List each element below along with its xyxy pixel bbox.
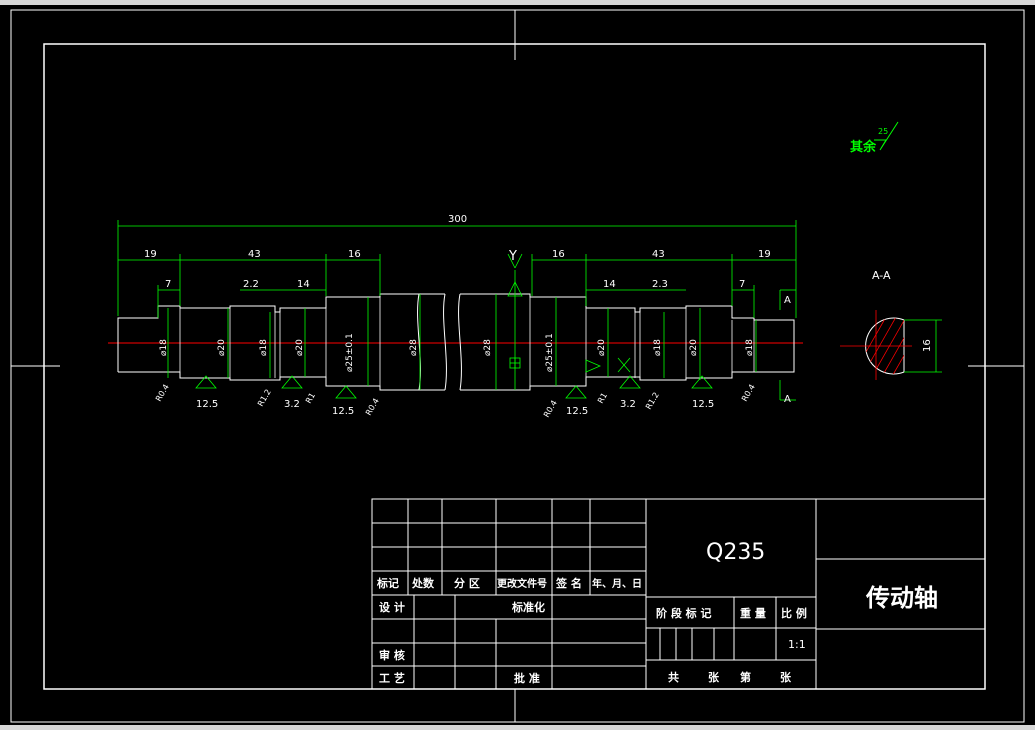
drawing-frame (43, 43, 986, 690)
radius-5: R0.4 (542, 399, 559, 419)
role-process: 工 艺 (379, 671, 405, 685)
rev-header-mark: 标记 (376, 576, 399, 590)
material-label: Q235 (706, 540, 765, 565)
roughness-values: 12.5 3.2 12.5 12.5 3.2 12.5 (196, 399, 714, 417)
roughness-4: 12.5 (566, 406, 588, 417)
view-letter: Y (508, 249, 517, 264)
window-top-edge (0, 0, 1035, 5)
overall-length-dim: 300 (448, 214, 467, 225)
dia-right-2: ⌀25±0.1 (545, 333, 555, 372)
window-bottom-edge (0, 725, 1035, 730)
dim-left-2: 43 (248, 249, 261, 260)
dim-second-right-3: 7 (739, 279, 745, 290)
dim-right-2: 43 (652, 249, 665, 260)
stage-header-scale: 比 例 (781, 606, 807, 620)
dimension-lines (117, 220, 797, 401)
centering-marks (11, 10, 1024, 722)
radius-2: R1.2 (256, 388, 273, 408)
title-block-text: Q235 传动轴 标记 处数 分 区 更改文件号 签 名 年、月、日 设 计 标… (376, 540, 938, 685)
role-approve: 批 准 (514, 671, 540, 685)
dia-left-6: ⌀28 (409, 339, 419, 356)
dia-right-3: ⌀20 (597, 339, 607, 356)
section-title: A-A (872, 269, 891, 282)
rev-header-signature: 签 名 (555, 576, 582, 590)
dim-second-left-1: 7 (165, 279, 171, 290)
sheet-total-suffix: 张 (708, 670, 720, 684)
general-roughness-symbol: 其余 25 (850, 121, 899, 155)
title-block-grid (371, 498, 986, 690)
dimension-texts: 300 Y 19 43 16 16 43 19 7 2.2 14 14 2.3 … (144, 214, 891, 405)
part-name: 传动轴 (865, 584, 938, 612)
dim-right-1: 16 (552, 249, 565, 260)
radius-4: R0.4 (364, 397, 381, 417)
dia-left-3: ⌀18 (259, 339, 269, 356)
role-review: 审 核 (379, 648, 405, 662)
roughness-5: 3.2 (620, 399, 636, 410)
radius-labels: R0.4 R1.2 R1 R0.4 R0.4 R1 R1.2 R0.4 (154, 383, 757, 419)
section-key-depth: 16 (922, 339, 933, 352)
section-view: 16 (840, 310, 942, 380)
rev-header-doc: 更改文件号 (497, 577, 547, 590)
cut-label-top: A (784, 295, 791, 306)
dim-right-3: 19 (758, 249, 771, 260)
dim-second-left-2: 2.2 (243, 279, 259, 290)
dia-right-6: ⌀18 (745, 339, 755, 356)
role-standard: 标准化 (511, 600, 545, 614)
roughness-3: 12.5 (332, 406, 354, 417)
roughness-2: 3.2 (284, 399, 300, 410)
rev-header-zone: 分 区 (454, 576, 480, 590)
sheet-total-prefix: 共 (668, 670, 679, 684)
dim-second-right-1: 14 (603, 279, 616, 290)
general-roughness-label: 其余 (850, 139, 877, 155)
dim-second-right-2: 2.3 (652, 279, 668, 290)
dia-left-5: ⌀25±0.1 (345, 333, 355, 372)
stage-header-weight: 重 量 (740, 606, 766, 620)
radius-1: R0.4 (154, 383, 171, 403)
rev-header-count: 处数 (411, 576, 435, 590)
dim-left-1: 19 (144, 249, 157, 260)
cut-label-bottom: A (784, 394, 791, 405)
general-roughness-value: 25 (878, 127, 888, 136)
radius-8: R0.4 (740, 383, 757, 403)
dia-left-4: ⌀20 (295, 339, 305, 356)
role-design: 设 计 (379, 600, 405, 614)
rev-header-date: 年、月、日 (592, 577, 642, 590)
sheet-number-prefix: 第 (740, 670, 751, 684)
dim-left-3: 16 (348, 249, 361, 260)
radius-7: R1.2 (644, 391, 661, 411)
dia-left-2: ⌀20 (217, 339, 227, 356)
roughness-6: 12.5 (692, 399, 714, 410)
scale-value: 1:1 (788, 638, 806, 651)
dia-right-1: ⌀28 (483, 339, 493, 356)
roughness-1: 12.5 (196, 399, 218, 410)
outer-sheet-border (10, 9, 1025, 723)
radius-6: R1 (596, 391, 609, 405)
stage-header-mark: 阶 段 标 记 (656, 606, 712, 620)
dim-second-left-3: 14 (297, 279, 310, 290)
dia-left-1: ⌀18 (159, 339, 169, 356)
dia-right-5: ⌀20 (689, 339, 699, 356)
radius-3: R1 (304, 391, 317, 405)
sheet-number-suffix: 张 (780, 670, 792, 684)
diameter-labels: ⌀18 ⌀20 ⌀18 ⌀20 ⌀25±0.1 ⌀28 ⌀28 ⌀25±0.1 … (159, 333, 755, 372)
dia-right-4: ⌀18 (653, 339, 663, 356)
